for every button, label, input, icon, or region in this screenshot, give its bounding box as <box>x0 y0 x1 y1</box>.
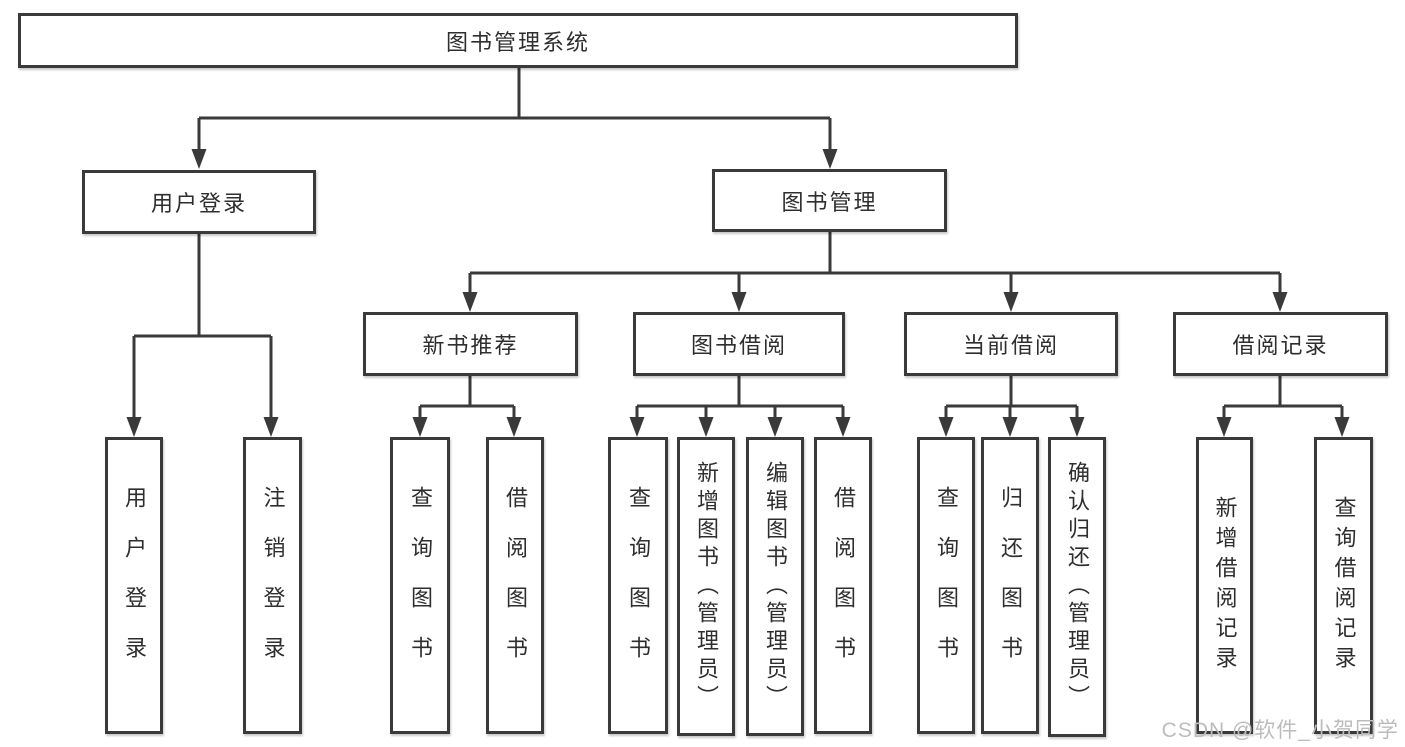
leaf-bb-add-books-admin: 新增图书（管理员） <box>677 437 735 736</box>
leaf-nbr-query-books: 查询图书 <box>390 437 450 734</box>
leaf-br-add-borrow-record-label: 新增借阅记录 <box>1212 495 1238 676</box>
node-root-label: 图书管理系统 <box>445 29 590 55</box>
leaf-cb-return-books-label: 归还图书 <box>998 485 1023 686</box>
leaf-bb-add-books-admin-label: 新增图书（管理员） <box>694 460 719 713</box>
node-current-borrowing-label: 当前借阅 <box>962 333 1059 358</box>
connector-book-management-children <box>462 232 1288 312</box>
leaf-cb-query-books: 查询图书 <box>917 437 975 734</box>
node-borrowing-records-label: 借阅记录 <box>1232 333 1329 358</box>
node-book-management-label: 图书管理 <box>781 189 878 215</box>
node-new-book-recommend: 新书推荐 <box>363 312 578 376</box>
leaf-user-login-label: 用户登录 <box>122 485 147 686</box>
leaf-nbr-borrow-books: 借阅图书 <box>486 437 544 734</box>
leaf-nbr-query-books-label: 查询图书 <box>408 485 433 686</box>
node-user-login-label: 用户登录 <box>150 191 247 216</box>
leaf-br-query-borrow-record-label: 查询借阅记录 <box>1331 495 1357 676</box>
node-book-borrowing-label: 图书借阅 <box>690 333 787 358</box>
leaf-cb-confirm-return-admin: 确认归还（管理员） <box>1048 437 1106 737</box>
watermark: CSDN @软件_小贺同学 <box>1161 719 1399 742</box>
leaf-bb-edit-books-admin-label: 编辑图书（管理员） <box>763 460 788 713</box>
leaf-user-login: 用户登录 <box>105 437 163 734</box>
connector-borrowing-records-children <box>1216 376 1350 437</box>
connector-root-to-level1 <box>191 68 838 169</box>
leaf-cb-confirm-return-admin-label: 确认归还（管理员） <box>1065 461 1090 713</box>
leaf-br-query-borrow-record: 查询借阅记录 <box>1314 437 1373 734</box>
leaf-bb-query-books: 查询图书 <box>608 437 668 734</box>
connector-book-borrowing-children <box>629 376 851 437</box>
leaf-logout-label: 注销登录 <box>260 485 286 686</box>
leaf-bb-edit-books-admin: 编辑图书（管理员） <box>746 437 804 736</box>
leaf-nbr-borrow-books-label: 借阅图书 <box>503 485 528 686</box>
connector-current-borrowing-children <box>938 376 1085 437</box>
node-current-borrowing: 当前借阅 <box>904 312 1118 376</box>
connector-new-book-recommend-children <box>412 376 522 437</box>
leaf-bb-query-books-label: 查询图书 <box>626 485 651 686</box>
leaf-bb-borrow-books-label: 借阅图书 <box>831 485 856 686</box>
node-book-borrowing: 图书借阅 <box>633 312 845 376</box>
leaf-cb-query-books-label: 查询图书 <box>934 485 959 686</box>
node-root: 图书管理系统 <box>18 13 1018 68</box>
node-user-login: 用户登录 <box>82 170 316 234</box>
connector-user-login-children <box>126 234 279 437</box>
node-borrowing-records: 借阅记录 <box>1173 312 1388 376</box>
leaf-cb-return-books: 归还图书 <box>981 437 1039 734</box>
node-new-book-recommend-label: 新书推荐 <box>422 333 519 358</box>
leaf-br-add-borrow-record: 新增借阅记录 <box>1196 437 1253 734</box>
node-book-management: 图书管理 <box>712 169 947 232</box>
leaf-bb-borrow-books: 借阅图书 <box>814 437 872 734</box>
leaf-logout: 注销登录 <box>243 437 302 734</box>
